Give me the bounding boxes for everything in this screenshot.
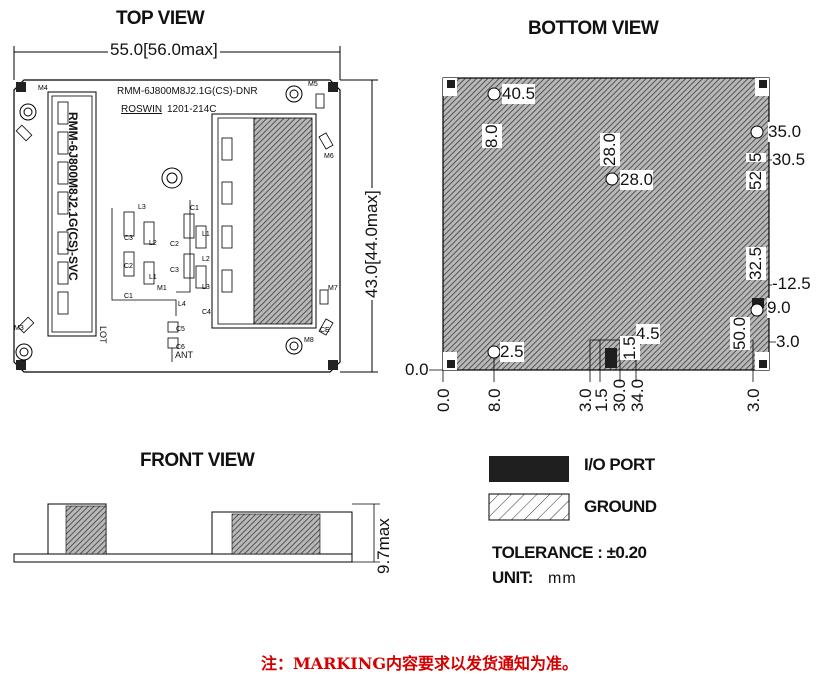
- front-height-dimension: 9.7max: [374, 518, 393, 574]
- part-number-label: RMM-6J800M8J2.1G(CS)-DNR: [117, 86, 258, 97]
- dim-52: 52: [746, 171, 766, 190]
- svg-text:L3: L3: [138, 204, 146, 211]
- svg-text:M8: M8: [304, 337, 314, 344]
- svg-text:C2: C2: [170, 241, 179, 248]
- unit-value: mm: [548, 570, 577, 587]
- dim-32-5: 32.5: [746, 246, 766, 280]
- svg-text:L4: L4: [178, 301, 186, 308]
- dim-bottom-1-5: 1.5: [592, 388, 611, 412]
- svg-text:L1: L1: [149, 274, 157, 281]
- dim-bottom-8-0: 8.0: [485, 388, 504, 412]
- dim-28-0-vertical: 28.0: [600, 132, 620, 166]
- top-view-drawing: M4 M5 M6 M7 M8 M3 M1 L3 L2 L1 L1 L2 L3 L…: [13, 46, 378, 373]
- dim-50-0: 50.0: [730, 316, 750, 350]
- svg-text:C3: C3: [170, 267, 179, 274]
- top-height-dimension: 43.0[44.0max]: [362, 188, 382, 300]
- io-port-swatch: [489, 456, 569, 482]
- dim-0-0-left: 0.0: [405, 360, 429, 380]
- io-port-label: I/O PORT: [584, 455, 655, 474]
- dim-30-5: 30.5: [772, 150, 806, 170]
- dim-35-0: 35.0: [768, 122, 802, 142]
- side-marking-label: RMM-6J800M8J2.1G(CS)-SVC: [66, 112, 80, 281]
- svg-text:M7: M7: [328, 285, 338, 292]
- svg-text:CE: CE: [320, 327, 330, 334]
- dim-40-5: 40.5: [502, 84, 536, 104]
- svg-text:C1: C1: [124, 293, 133, 300]
- top-width-dimension: 55.0[56.0max]: [108, 40, 220, 60]
- dim-9-0: 9.0: [767, 298, 791, 318]
- date-code-label: 1201-214C: [167, 104, 217, 115]
- svg-text:M4: M4: [38, 85, 48, 92]
- dim-bottom-0-0: 0.0: [434, 388, 453, 412]
- dim-1-5-inside: 1.5: [620, 336, 640, 360]
- front-view-drawing: [13, 503, 380, 563]
- dim-5: 5: [746, 152, 766, 162]
- svg-text:C1: C1: [190, 205, 199, 212]
- tolerance-label: TOLERANCE : ±0.20: [492, 543, 647, 562]
- svg-text:C5: C5: [176, 326, 185, 333]
- svg-text:L2: L2: [202, 256, 210, 263]
- ant-label: ANT: [175, 350, 193, 360]
- svg-text:C2: C2: [124, 263, 133, 270]
- front-view-title: FRONT VIEW: [140, 450, 255, 471]
- svg-text:M5: M5: [308, 81, 318, 88]
- bottom-view-title: BOTTOM VIEW: [528, 18, 659, 39]
- ground-swatch: [488, 493, 570, 521]
- svg-text:L1: L1: [202, 231, 210, 238]
- svg-text:M1: M1: [157, 285, 167, 292]
- svg-text:L2: L2: [149, 240, 157, 247]
- top-view-title: TOP VIEW: [116, 8, 205, 29]
- dim-bottom-3-0-right: 3.0: [744, 388, 763, 412]
- dim-bottom-34-0: 34.0: [628, 378, 647, 412]
- unit-label: UNIT:: [492, 568, 533, 587]
- dim-2-5: 2.5: [500, 342, 524, 362]
- svg-text:L3: L3: [202, 284, 210, 291]
- ground-label: GROUND: [584, 497, 657, 516]
- svg-text:C3: C3: [124, 235, 133, 242]
- dim-28-0: 28.0: [620, 170, 654, 190]
- svg-text:M6: M6: [324, 153, 334, 160]
- component-labels: M4 M5 M6 M7 M8 M3 M1 L3 L2 L1 L1 L2 L3 L…: [14, 81, 338, 351]
- dim-4-5: 4.5: [636, 324, 660, 344]
- dim-bottom-30-0: 30.0: [610, 378, 629, 412]
- svg-text:M3: M3: [14, 325, 24, 332]
- dim-minus-12-5: -12.5: [772, 274, 811, 294]
- brand-label: ROSWIN: [121, 104, 163, 115]
- svg-text:C6: C6: [176, 344, 185, 351]
- svg-text:C4: C4: [202, 309, 211, 316]
- marking-note: 注：MARKING内容要求以发货通知为准。: [260, 654, 579, 673]
- lot-label: LOT: [98, 326, 108, 344]
- dim-3-0-right: 3.0: [776, 332, 800, 352]
- dim-8-0-vertical: 8.0: [482, 124, 502, 148]
